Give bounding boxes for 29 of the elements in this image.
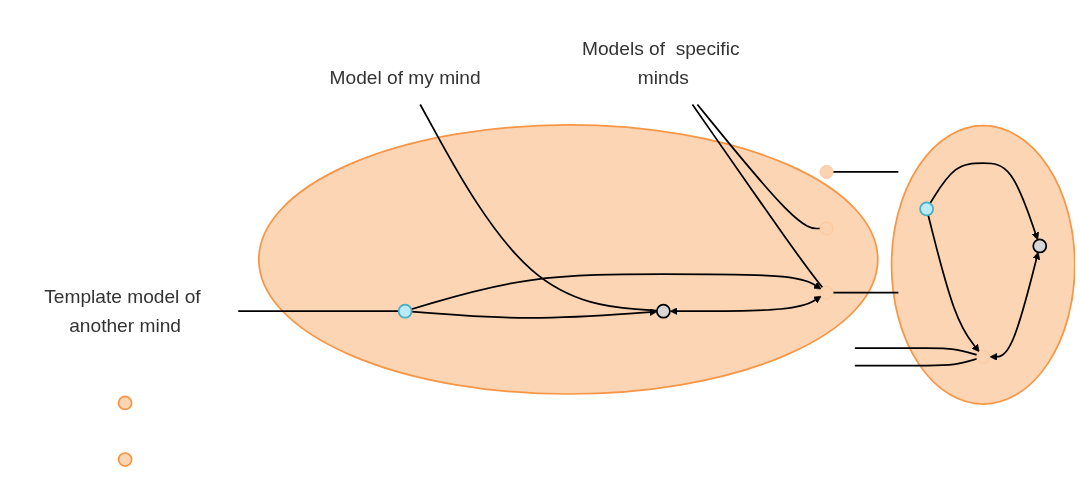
cluster (257, 124, 879, 396)
arrow (410, 308, 658, 320)
node-text: Template model of another mind (44, 286, 201, 337)
node-circle (919, 202, 934, 217)
arrow (927, 214, 980, 353)
connector (419, 104, 658, 313)
connector (853, 358, 978, 367)
connector (237, 310, 400, 313)
node-circle (117, 452, 133, 468)
node-circle (656, 304, 671, 320)
node-circle (819, 286, 834, 301)
arrow (989, 252, 1041, 362)
arrow (929, 162, 1040, 241)
node-circle (1032, 239, 1048, 254)
cluster (890, 125, 1075, 406)
arrow (669, 296, 822, 316)
connector (832, 171, 900, 174)
connector (853, 347, 978, 357)
node-circle (397, 304, 413, 320)
node-circle (976, 350, 991, 365)
node-circle (117, 396, 133, 411)
connector (832, 292, 900, 295)
node-text: Models of specific minds (582, 37, 740, 89)
node-circle (819, 165, 834, 180)
connector (691, 104, 824, 289)
node-circle (819, 222, 834, 236)
connector (696, 104, 821, 230)
node-text: Model of my mind (329, 66, 481, 89)
arrow (410, 273, 822, 311)
